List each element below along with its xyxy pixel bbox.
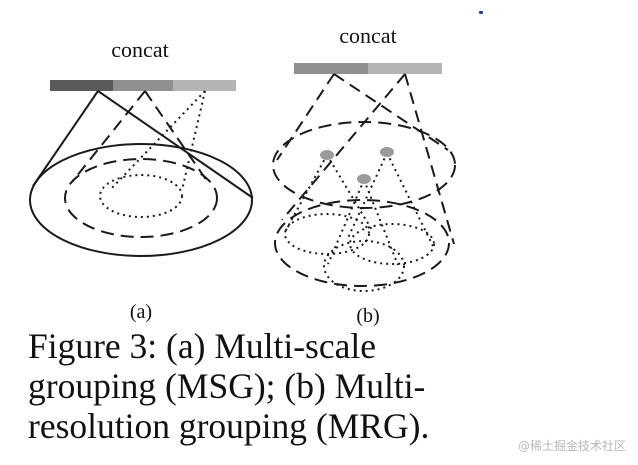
- panel-b-lower-level-region: [274, 199, 450, 287]
- panel-b-bar-segment-left: [294, 63, 368, 74]
- panel-b: concat (b): [272, 23, 456, 327]
- panel-a-cone-dashed-right: [144, 90, 208, 182]
- panel-b-centroid-point: [357, 174, 371, 184]
- panel-b-subregion-bottom: [323, 240, 405, 292]
- panel-b-concat-label: concat: [339, 23, 396, 48]
- figure-diagram: concat (a) concat: [29, 23, 456, 327]
- panel-a-concat-label: concat: [111, 37, 168, 62]
- panel-b-concat-bar: [294, 63, 442, 74]
- panel-b-point2-cone-left: [346, 152, 388, 241]
- caption-line-3: resolution grouping (MRG).: [28, 406, 430, 446]
- figure-caption: Figure 3: (a) Multi-scale grouping (MSG)…: [28, 326, 468, 446]
- panel-a-cone-solid-left: [32, 90, 99, 187]
- panel-b-subregion-right: [349, 223, 435, 265]
- caption-line-1: Figure 3: (a) Multi-scale: [28, 326, 376, 366]
- panel-a-sub-label: (a): [130, 301, 152, 323]
- panel-a-small-radius-region: [99, 174, 183, 218]
- panel-b-bar-segment-right: [368, 63, 442, 74]
- caption-line-2: grouping (MSG); (b) Multi-: [28, 366, 426, 406]
- panel-b-cone-right-outer: [404, 73, 455, 245]
- panel-a: concat (a): [29, 37, 254, 323]
- panel-b-point1-cone-right: [326, 154, 373, 231]
- panel-b-point3-cone-right: [363, 179, 399, 266]
- panel-a-cone-dotted-right: [181, 90, 206, 191]
- panel-b-cone-left-outer: [276, 73, 335, 161]
- panel-a-cone-dotted-left: [109, 90, 206, 191]
- panel-b-upper-level-region: [272, 121, 456, 209]
- panel-a-bar-segment-mid-scale: [113, 80, 173, 91]
- panel-a-concat-bar: [50, 80, 236, 91]
- stray-blue-dot: [479, 11, 483, 14]
- panel-a-bar-segment-large-scale: [50, 80, 113, 91]
- panel-b-subregion-left: [284, 213, 370, 255]
- panel-b-sub-label: (b): [356, 305, 379, 327]
- panel-b-point2-cone-right: [386, 152, 434, 247]
- panel-b-centroid-point: [320, 150, 334, 160]
- panel-a-cone-solid-right: [97, 90, 254, 199]
- panel-b-cone-left-inner: [333, 73, 449, 151]
- panel-b-point1-cone-left: [284, 154, 328, 233]
- panel-a-bar-segment-small-scale: [173, 80, 236, 91]
- panel-b-cone-right-inner: [281, 73, 406, 221]
- panel-a-large-radius-region: [29, 143, 253, 257]
- panel-a-mid-radius-region: [64, 158, 218, 238]
- watermark-text: @稀土掘金技术社区: [517, 439, 626, 453]
- panel-b-centroid-point: [380, 147, 394, 157]
- panel-a-cone-dashed-left: [71, 90, 146, 183]
